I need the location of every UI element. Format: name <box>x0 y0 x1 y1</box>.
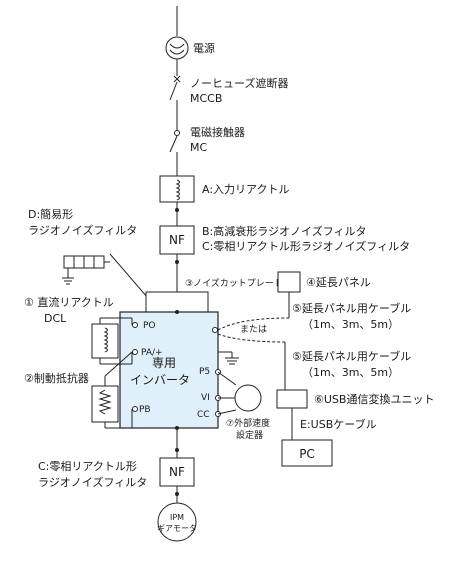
filter-d-label-2: ラジオノイズフィルタ <box>28 223 137 237</box>
filter-d-label-1: D:簡易形 <box>28 207 73 221</box>
mccb-breaker-icon <box>169 75 181 101</box>
mc-contactor-icon <box>169 130 180 153</box>
brake-label: ②制動抵抗器 <box>24 371 89 385</box>
cable-to-panel <box>217 317 290 331</box>
mc-label-en: MC <box>190 141 207 154</box>
filter-c-label-1: C:零相リアクトル形 <box>38 460 137 473</box>
terminal-vi: VI <box>201 393 210 403</box>
terminal-pa: PA/+ <box>141 348 163 358</box>
simple-noise-filter-icon <box>62 255 110 285</box>
cable-to-usb <box>217 333 286 343</box>
ext-panel-label: ④延長パネル <box>306 276 371 289</box>
filter-b-label: B:高減衰形ラジオノイズフィルタ <box>202 224 366 238</box>
ipm-gear-motor <box>157 502 197 542</box>
inverter-label-1: 専用 <box>152 356 176 370</box>
dc-reactor <box>91 317 133 365</box>
input-reactor <box>159 175 195 203</box>
terminal-p0: PO <box>143 321 156 331</box>
pc-label: PC <box>299 447 315 461</box>
mccb-label-en: MCCB <box>190 92 222 105</box>
cable-5a-label-2: （1m、3m、5m） <box>302 318 399 331</box>
filter-c-label-2: ラジオノイズフィルタ <box>38 475 147 489</box>
usb-cable-label: E:USBケーブル <box>300 417 377 431</box>
pc-box <box>281 439 333 467</box>
braking-resistor <box>91 351 133 429</box>
noise-filter-b-text: NF <box>169 233 185 247</box>
noise-filter-b <box>159 225 195 255</box>
usb-unit-label: ⑥USB通信変換ユニット <box>314 392 434 406</box>
input-reactor-label: A:入力リアクトル <box>202 183 290 196</box>
power-source-icon <box>165 36 189 60</box>
motor-label-1: IPM <box>170 513 184 522</box>
power-label: 電源 <box>193 41 215 55</box>
terminal-p5: P5 <box>199 367 210 377</box>
cable-5b-label-2: （1m、3m、5m） <box>302 366 399 379</box>
terminal-pb: PB <box>139 405 151 415</box>
speed-setter-label-2: 設定器 <box>236 429 263 441</box>
noise-filter-c-text: NF <box>169 465 185 479</box>
speed-setter-icon <box>217 371 262 415</box>
filter-c-label-top: C:零相リアクトル形ラジオノイズフィルタ <box>202 239 410 253</box>
dcl-label-1: ① 直流リアクトル <box>24 295 114 309</box>
inverter-label-2: インバータ <box>130 373 190 387</box>
speed-setter-label-1: ⑦外部速度 <box>226 417 270 429</box>
dcl-label-2: DCL <box>44 312 67 325</box>
cable-5a-label-1: ⑤延長パネル用ケーブル <box>292 301 411 315</box>
extension-panel <box>277 271 301 293</box>
usb-converter-unit <box>276 389 308 409</box>
ground-icon <box>218 351 239 365</box>
noise-filter-c <box>159 457 195 487</box>
terminal-cc: CC <box>197 410 210 420</box>
cable-5b-label-1: ⑤延長パネル用ケーブル <box>292 349 411 363</box>
mc-label-ja: 電磁接触器 <box>190 125 245 139</box>
mccb-label-ja: ノーヒューズ遮断器 <box>190 76 288 90</box>
motor-label-2: ギアモータ <box>157 524 197 533</box>
noise-cut-plate <box>145 291 209 313</box>
noise-plate-label: ③ノイズカットプレート <box>185 277 283 289</box>
or-text: または <box>240 324 267 335</box>
